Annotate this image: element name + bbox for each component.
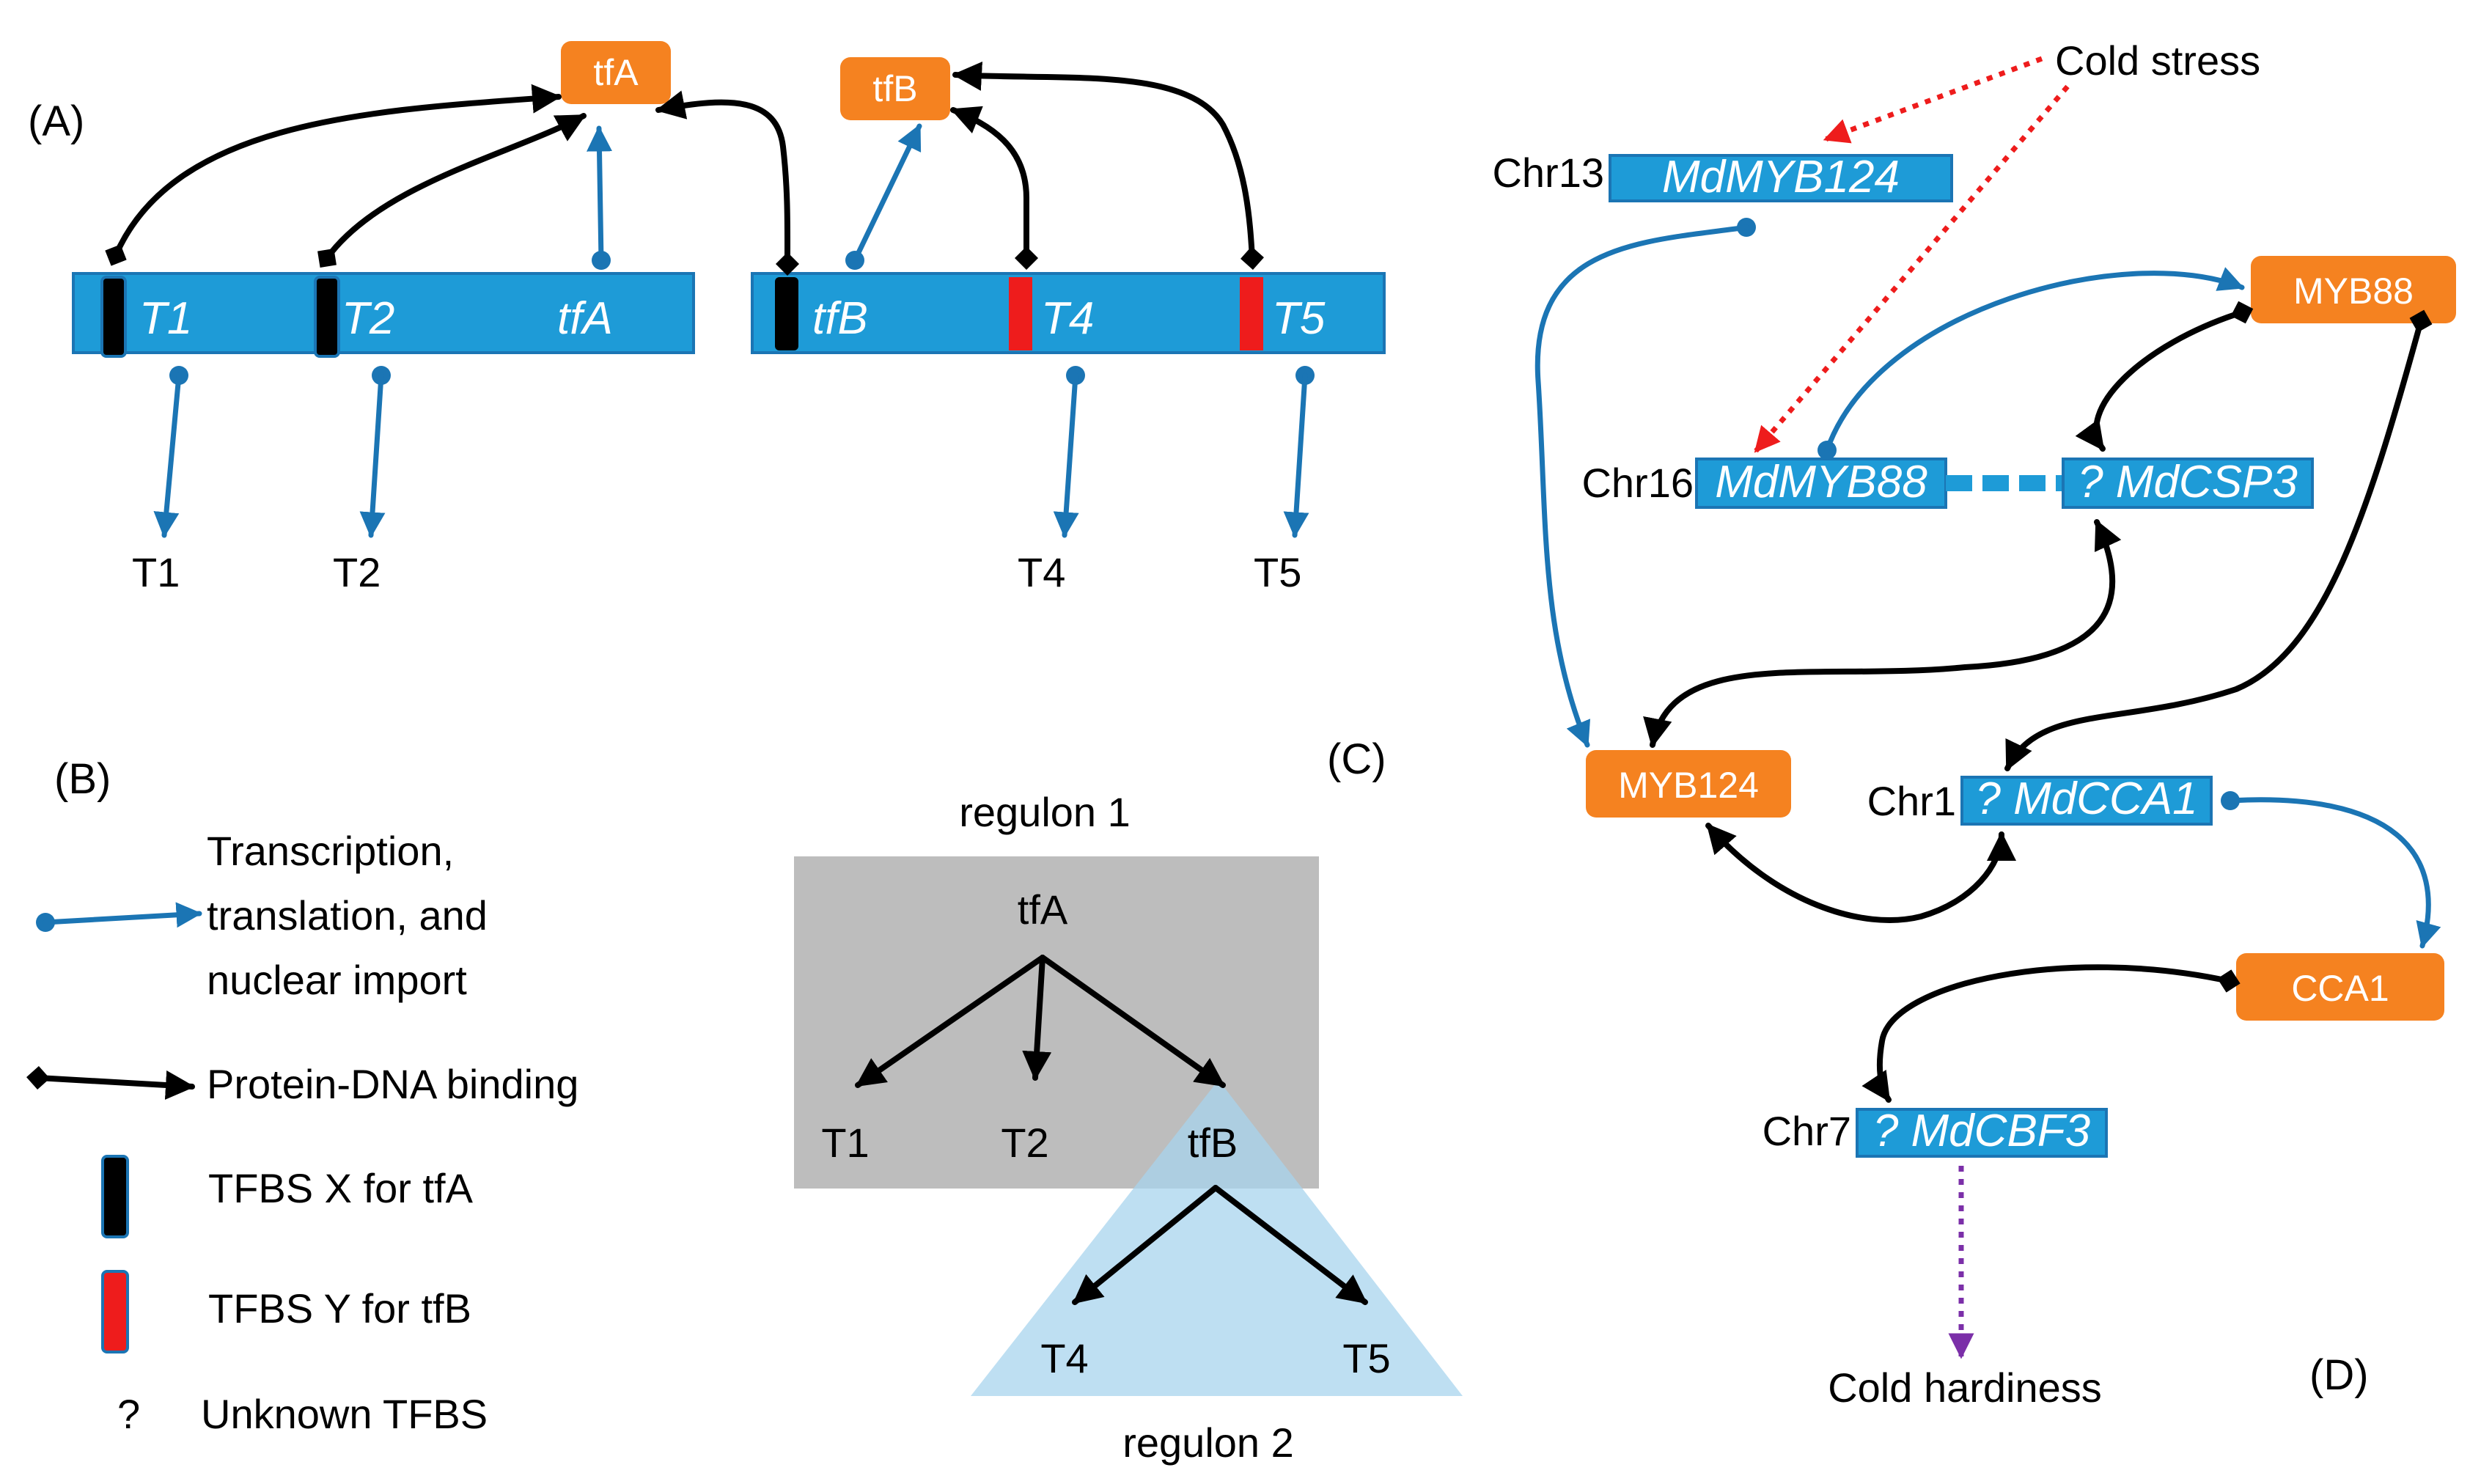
transcription-t4 [1053,372,1079,538]
legend-tfbs-x-label: TFBS X for tfA [208,1165,474,1211]
panel-a-label: (A) [28,98,84,145]
binding-tfa-t1 [105,84,562,266]
dna-strand-2 [751,272,1386,354]
tfbs-y-t5 [1240,277,1263,350]
protein-myb88-box [2251,256,2456,323]
tfbs-y-t4 [1009,277,1032,350]
protein-myb124-box [1586,750,1791,818]
legend-transcription-line1: Transcription, [207,828,454,874]
regulon-2-label: regulon 2 [1122,1419,1294,1466]
edge-tfa-tfb [1040,955,1226,1088]
panel-b-label: (B) [54,755,111,803]
gene-mdcbf3-box [1856,1108,2108,1158]
binding-myb88-mdcca1 [2004,309,2433,771]
legend-unknown-label: Unknown TFBS [201,1391,488,1437]
panel-c: (C) regulon 1 tfA T1 T2 tfB T4 T5 regulo… [794,735,1463,1466]
panel-b-legend: (B) Transcription, translation, and nucl… [26,755,578,1437]
legend-tfbs-x-swatch [101,1155,129,1238]
dna-strand-1 [72,272,695,354]
node-tfa: tfA [1018,886,1068,933]
panel-d: (D) Cold stress Chr13 MdMYB124 Chr16 MdM… [1492,37,2456,1411]
protein-tfb-box [840,57,950,120]
gene-t5: T5 [1272,293,1326,344]
product-t1: T1 [132,549,180,595]
tfbs-x-t1 [100,276,127,358]
binding-myb88-mdcsp3 [2075,301,2254,452]
protein-tfa-label: tfA [593,52,639,93]
node-t5: T5 [1342,1335,1390,1381]
transcription-mdmyb124 [1534,224,1749,748]
protein-myb88: MYB88 [2293,271,2414,312]
cold-stress-label: Cold stress [2055,37,2260,84]
edge-tfa-t2 [1022,955,1052,1081]
binding-myb124-mdcsp3 [1643,519,2122,748]
protein-tfb-label: tfB [872,68,917,109]
transcription-tfa [587,125,613,263]
legend-binding-arrow [26,1066,195,1100]
legend-unknown-symbol: ? [117,1391,140,1437]
node-t2: T2 [1001,1120,1048,1166]
edge-tfa-t1 [855,955,1045,1088]
gene-mdcca1: ? MdCCA1 [1975,774,2197,824]
binding-cca1-mdcbf3 [1861,964,2241,1103]
binding-tfb-t4 [950,106,1038,270]
gene-mdmyb88: MdMYB88 [1715,457,1927,507]
transcription-mdmyb88 [1824,267,2245,453]
gene-mdmyb88-box [1695,458,1947,509]
protein-cca1-box [2236,953,2444,1021]
gene-mdcbf3: ? MdCBF3 [1873,1106,2090,1156]
legend-transcription-line3: nuclear import [207,957,467,1003]
legend-binding-label: Protein-DNA binding [207,1061,578,1107]
product-t5: T5 [1254,549,1301,595]
chr1-label: Chr1 [1867,778,1956,824]
transcription-t1 [153,372,182,538]
cold-stress-to-mdmyb88 [1754,84,2070,453]
edge-tfb-t4 [1072,1185,1219,1305]
binding-tfb-t5 [952,61,1264,270]
node-t4: T4 [1040,1335,1088,1381]
legend-transcription-line2: translation, and [207,892,488,938]
legend-transcription-arrow [43,902,202,928]
product-t2: T2 [333,549,381,595]
gene-tfa: tfA [557,293,613,344]
node-t1: T1 [821,1120,869,1166]
binding-tfa-t2 [317,113,587,268]
legend-tfbs-y-swatch [101,1270,129,1353]
binding-myb124-mdcca1 [1705,823,2016,923]
chr16-label: Chr16 [1581,460,1694,506]
regulon-2-region [971,1080,1463,1396]
gene-t1: T1 [139,293,192,344]
gene-mdmyb124: MdMYB124 [1662,152,1900,202]
gene-t2: T2 [342,293,394,344]
panel-a: (A) T1 T2 tfA tfB T4 T5 tfA tfB [28,41,1386,595]
chr13-label: Chr13 [1492,150,1604,196]
binding-tfa-tfb [655,90,799,276]
product-t4: T4 [1018,549,1065,595]
transcription-mdcca1 [2227,797,2441,949]
transcription-tfb [852,123,922,263]
cold-hardiness-label: Cold hardiness [1828,1364,2102,1411]
chr7-label: Chr7 [1763,1108,1851,1154]
legend-tfbs-y-label: TFBS Y for tfB [208,1285,471,1331]
tfbs-x-tfb [775,277,798,350]
transcription-t5 [1283,372,1309,538]
gene-tfb: tfB [812,293,868,344]
gene-mdmyb124-box [1609,154,1953,202]
cold-stress-to-mdmyb124 [1823,56,2043,144]
panel-d-label: (D) [2309,1351,2369,1399]
node-tfb: tfB [1188,1120,1238,1166]
tfbs-x-t2 [314,276,340,358]
gene-mdcsp3: ? MdCSP3 [2078,457,2298,507]
transcription-t2 [359,372,386,538]
gene-mdcca1-box [1960,776,2213,826]
protein-tfa-box [561,41,671,104]
panel-c-label: (C) [1327,735,1386,783]
protein-cca1: CCA1 [2291,968,2389,1009]
gene-t4: T4 [1041,293,1094,344]
regulon-1-label: regulon 1 [959,789,1131,835]
edge-tfb-t5 [1213,1185,1368,1305]
protein-myb124: MYB124 [1618,765,1759,806]
